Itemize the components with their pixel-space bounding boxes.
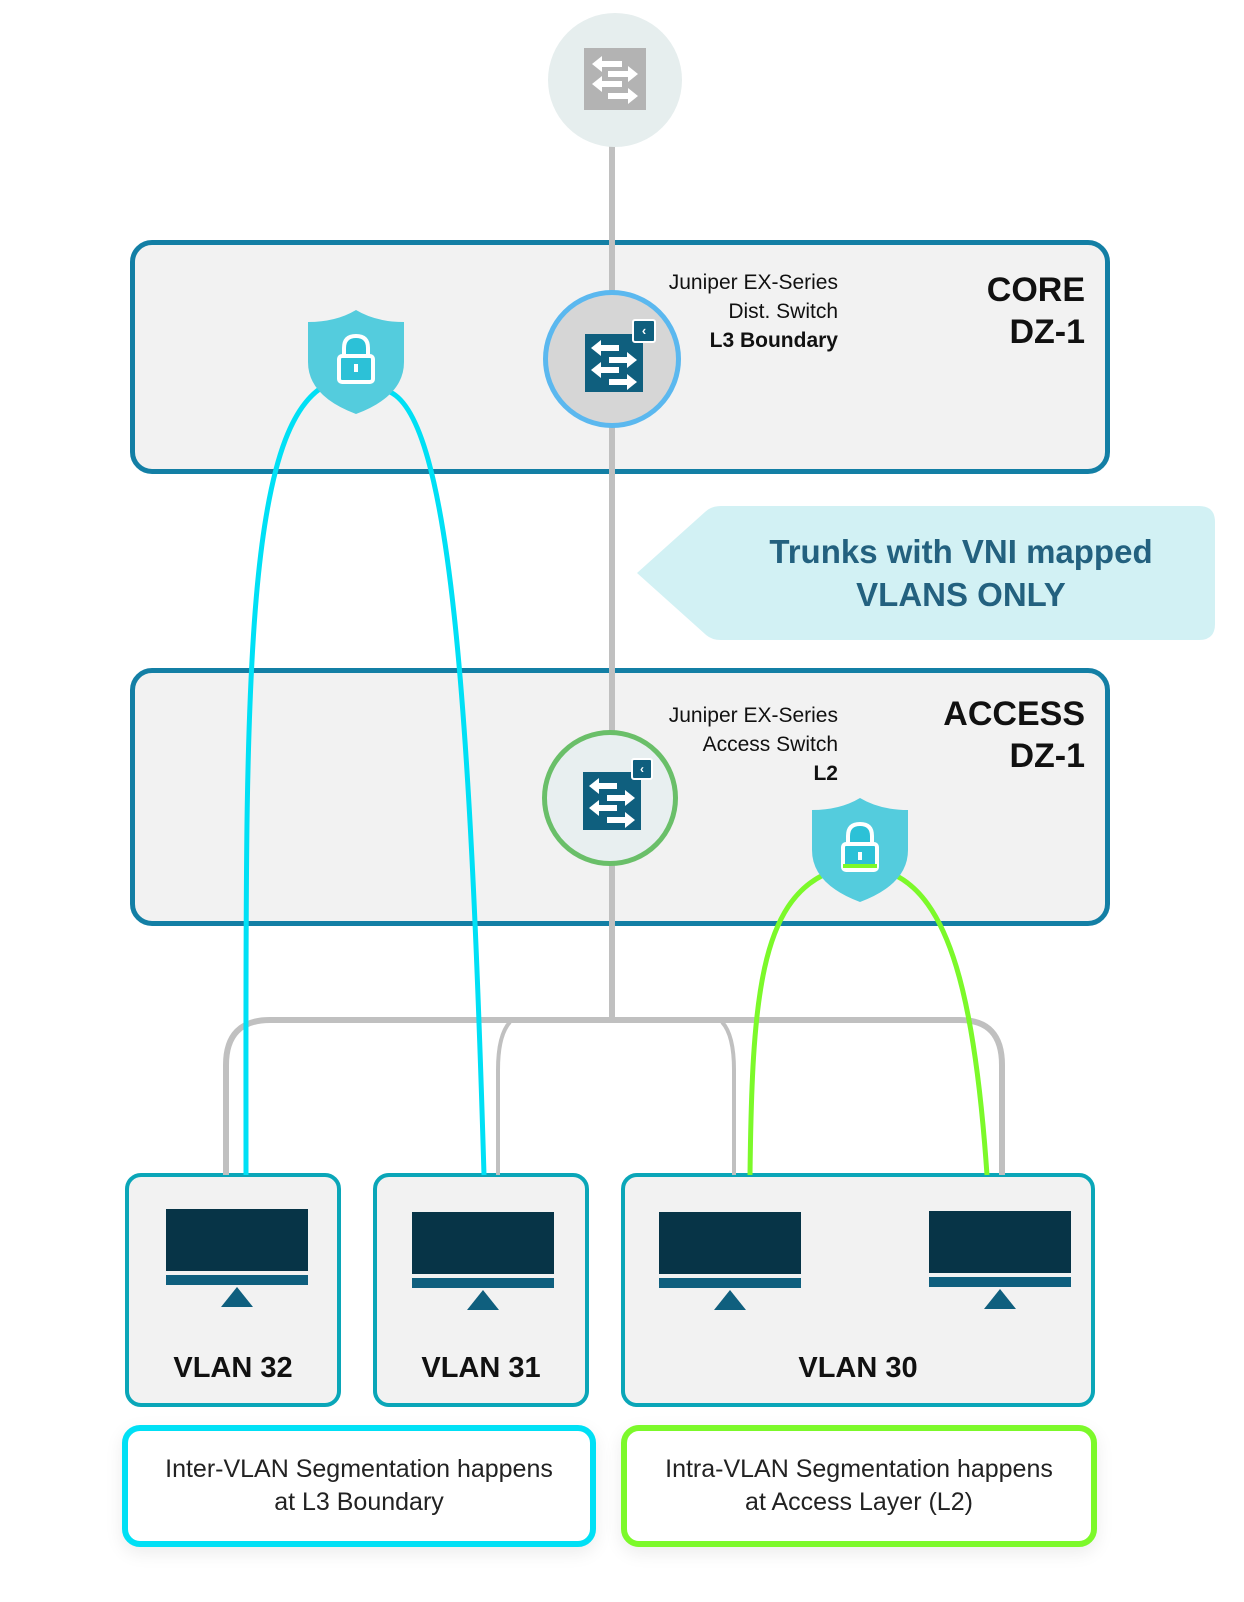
- core-shield-lock-icon[interactable]: [306, 308, 406, 416]
- inter-vlan-note-line2: at L3 Boundary: [274, 1488, 444, 1516]
- vlan-label: VLAN 30: [798, 1352, 918, 1384]
- access-switch-node[interactable]: ‹: [542, 730, 678, 866]
- inter-vlan-note-line1: Inter-VLAN Segmentation happens: [165, 1455, 553, 1483]
- access-switch-model: Juniper EX-Series: [668, 704, 838, 727]
- access-zone-title-line2: DZ-1: [1009, 737, 1085, 775]
- core-zone-title: CORE DZ-1: [987, 269, 1085, 353]
- access-bus-line: [223, 1017, 1005, 1175]
- vlan-label: VLAN 32: [173, 1352, 293, 1384]
- access-switch-role: Access Switch: [702, 733, 838, 756]
- switch-icon: [583, 772, 641, 830]
- trunk-callout: Trunks with VNI mapped VLANS ONLY: [637, 506, 1215, 640]
- core-switch-node[interactable]: ‹: [543, 290, 681, 428]
- intra-vlan-note-line1: Intra-VLAN Segmentation happens: [665, 1455, 1053, 1483]
- juniper-badge-icon: ‹: [631, 758, 653, 780]
- access-shield-lock-icon[interactable]: [810, 796, 910, 904]
- drop-line-vlan30: [720, 1020, 736, 1175]
- inter-vlan-path: [243, 377, 487, 1176]
- core-switch-label: Juniper EX-Series Dist. Switch L3 Bounda…: [600, 268, 838, 355]
- intra-vlan-note: Intra-VLAN Segmentation happens at Acces…: [621, 1425, 1097, 1547]
- core-switch-layer: L3 Boundary: [709, 329, 838, 352]
- intra-vlan-path: [747, 869, 990, 1176]
- callout-arrow-shape: [637, 506, 1215, 640]
- access-switch-label: Juniper EX-Series Access Switch L2: [600, 701, 838, 788]
- core-zone: CORE DZ-1: [130, 240, 1110, 474]
- core-zone-title-line2: DZ-1: [1009, 313, 1085, 351]
- upstream-switch-node[interactable]: [548, 13, 682, 147]
- core-zone-title-line1: CORE: [986, 271, 1085, 309]
- core-switch-role: Dist. Switch: [728, 300, 838, 323]
- vlan-box-31[interactable]: VLAN 31: [373, 1173, 589, 1407]
- callout-line1: Trunks with VNI mapped: [769, 533, 1153, 570]
- monitor-icon: [166, 1209, 308, 1307]
- switch-icon: [585, 334, 643, 392]
- vlan-box-30[interactable]: VLAN 30: [621, 1173, 1095, 1407]
- vlan-label: VLAN 31: [421, 1352, 541, 1384]
- callout-line2: VLANS ONLY: [856, 576, 1066, 613]
- monitor-icon: [412, 1212, 554, 1310]
- switch-icon: [584, 48, 646, 110]
- core-switch-model: Juniper EX-Series: [668, 271, 838, 294]
- monitor-icon: [929, 1211, 1071, 1309]
- drop-line-vlan31: [496, 1020, 512, 1175]
- inter-vlan-note: Inter-VLAN Segmentation happens at L3 Bo…: [122, 1425, 596, 1547]
- access-switch-layer: L2: [813, 762, 838, 785]
- access-zone-title: ACCESS DZ-1: [943, 693, 1085, 777]
- intra-vlan-note-line2: at Access Layer (L2): [745, 1488, 973, 1516]
- callout-text: Trunks with VNI mapped VLANS ONLY: [707, 506, 1215, 640]
- vlan-box-32[interactable]: VLAN 32: [125, 1173, 341, 1407]
- juniper-badge-icon: ‹: [632, 319, 656, 343]
- monitor-icon: [659, 1212, 801, 1310]
- access-zone-title-line1: ACCESS: [943, 695, 1085, 733]
